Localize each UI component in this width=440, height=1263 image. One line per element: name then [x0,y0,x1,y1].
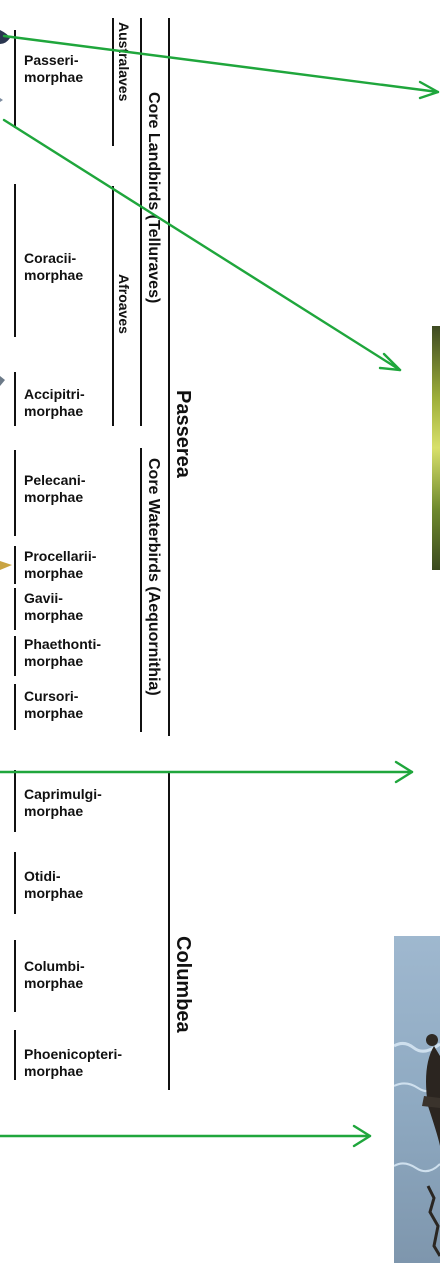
bar-passerea [168,18,170,736]
arrow-head-2 [378,352,402,372]
bar-phoenicopterimorphae [14,1030,16,1080]
bird-photo-water [394,936,440,1263]
bird-fragment-2 [0,98,3,102]
label-otidimorphae: Otidi- morphae [24,868,84,901]
bar-caprimulgimorphae [14,770,16,832]
label-caprimulgimorphae: Caprimulgi- morphae [24,786,102,819]
bar-phaethontimorphae [14,636,16,676]
bar-procellariimorphae [14,546,16,584]
label-phoenicopterimorphae: Phoenicopteri- morphae [24,1046,123,1079]
bar-afroaves [112,186,114,426]
bird-head-icon [426,1034,438,1046]
label-gaviimorphae: Gavii- morphae [24,590,84,623]
bar-cursorimorphae [14,684,16,730]
bar-australaves [112,18,114,146]
arrow-head-1 [418,80,440,100]
bar-passerimorphae [14,30,16,128]
arrow-line-1 [2,34,440,94]
label-phaethontimorphae: Phaethonti- morphae [24,636,101,669]
bird-fragment-3 [0,376,5,386]
bar-accipitrimorphae [14,372,16,426]
bar-core-landbirds [140,18,142,426]
label-pelecanimorphae: Pelecani- morphae [24,472,86,505]
bird-fragment-4 [0,561,12,570]
arrow-line-2 [2,118,402,372]
label-columbimorphae: Columbi- morphae [24,958,85,991]
bird-body-icon [426,1046,440,1146]
label-procellariimorphae: Procellarii- morphae [24,548,97,581]
bar-otidimorphae [14,852,16,914]
bar-gaviimorphae [14,588,16,630]
bar-columbimorphae [14,940,16,1012]
label-coraciimorphae: Coracii- morphae [24,250,84,283]
bar-coraciimorphae [14,184,16,337]
label-cursorimorphae: Cursori- morphae [24,688,84,721]
bird-photo-green [432,326,440,570]
bar-core-waterbirds [140,448,142,732]
bar-pelecanimorphae [14,450,16,536]
arrow-head-3 [394,760,414,784]
label-accipitrimorphae: Accipitri- morphae [24,386,85,419]
arrow-head-4 [352,1124,372,1148]
label-passerimorphae: Passeri- morphae [24,52,84,85]
bar-columbea [168,772,170,1090]
